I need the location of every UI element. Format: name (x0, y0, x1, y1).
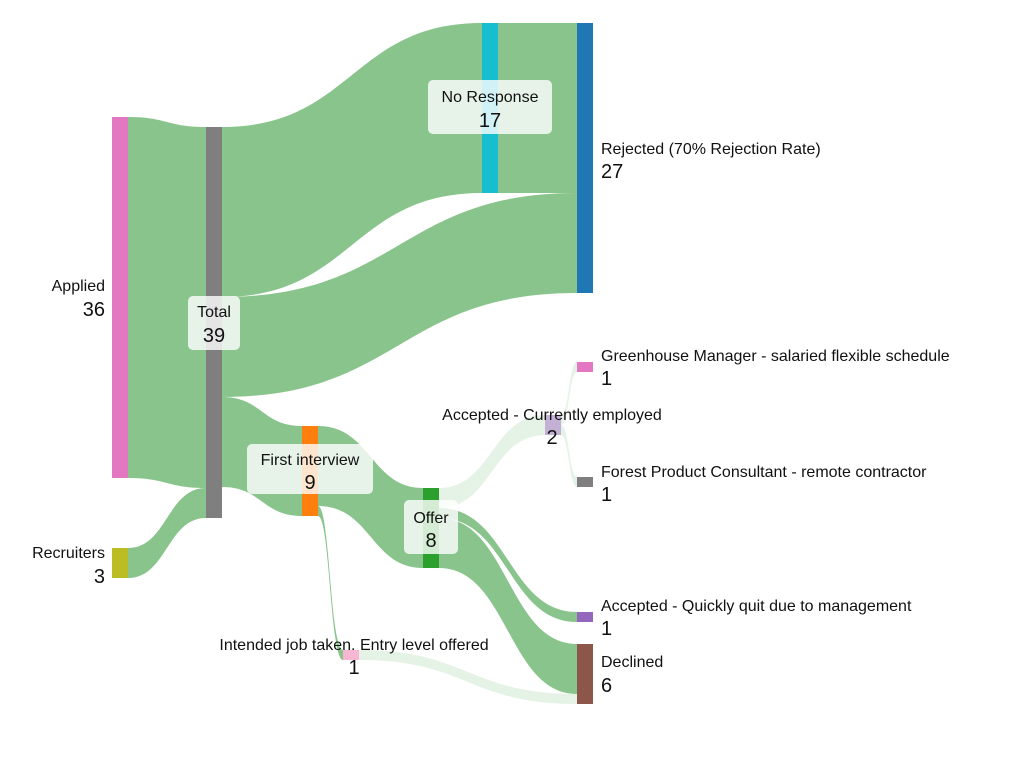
label-no-response-name: No Response (442, 89, 539, 106)
link-accepted-forest[interactable] (561, 425, 577, 487)
label-intended-job-value: 1 (348, 657, 359, 679)
label-forest-name: Forest Product Consultant - remote contr… (601, 464, 927, 481)
label-greenhouse-value: 1 (601, 368, 612, 390)
node-recruiters[interactable] (112, 548, 128, 578)
label-recruiters-name: Recruiters (32, 545, 105, 562)
node-forest[interactable] (577, 477, 593, 487)
node-accepted-quit[interactable] (577, 612, 593, 622)
link-offer-accepted-quit[interactable] (439, 508, 577, 622)
link-applied-total[interactable] (128, 117, 206, 488)
label-declined-value: 6 (601, 675, 612, 697)
label-forest-value: 1 (601, 484, 612, 506)
label-accepted-quit-name: Accepted - Quickly quit due to managemen… (601, 598, 912, 615)
label-accepted-employed-value: 2 (546, 427, 557, 449)
node-greenhouse[interactable] (577, 362, 593, 372)
label-total-name: Total (197, 304, 231, 321)
label-intended-job-name: Intended job taken. Entry level offered (219, 637, 488, 654)
link-offer-accepted-employed[interactable] (439, 415, 545, 508)
label-rejected-name: Rejected (70% Rejection Rate) (601, 141, 821, 158)
labels: Applied 36 Recruiters 3 Total 39 No Resp… (32, 80, 950, 697)
link-recruiters-total[interactable] (128, 488, 206, 578)
label-box-first-interview (247, 444, 373, 494)
label-recruiters-value: 3 (94, 566, 105, 588)
link-first-interview-intended[interactable] (318, 506, 343, 660)
link-total-no-response[interactable] (222, 23, 482, 297)
label-declined-name: Declined (601, 654, 663, 671)
node-applied[interactable] (112, 117, 128, 478)
node-rejected[interactable] (577, 23, 593, 293)
label-offer-value: 8 (425, 530, 436, 552)
label-first-interview-value: 9 (304, 472, 315, 494)
link-accepted-greenhouse[interactable] (561, 362, 577, 425)
link-intended-declined[interactable] (359, 650, 577, 704)
label-rejected-value: 27 (601, 161, 623, 183)
label-applied-name: Applied (52, 278, 105, 295)
label-box-no-response (428, 80, 552, 134)
link-offer-declined[interactable] (439, 518, 577, 694)
label-box-offer (404, 500, 458, 554)
label-total-value: 39 (203, 325, 225, 347)
node-accepted-employed[interactable] (545, 415, 561, 435)
links (128, 23, 577, 704)
label-accepted-employed-name: Accepted - Currently employed (442, 407, 662, 424)
label-greenhouse-name: Greenhouse Manager - salaried flexible s… (601, 348, 950, 365)
node-intended-job[interactable] (343, 650, 359, 660)
label-accepted-quit-value: 1 (601, 618, 612, 640)
node-declined[interactable] (577, 644, 593, 704)
label-first-interview-name: First interview (261, 452, 360, 469)
label-applied-value: 36 (83, 299, 105, 321)
label-offer-name: Offer (413, 510, 449, 527)
label-no-response-value: 17 (479, 110, 501, 132)
link-total-rejected[interactable] (222, 193, 577, 397)
label-box-total (188, 296, 240, 350)
